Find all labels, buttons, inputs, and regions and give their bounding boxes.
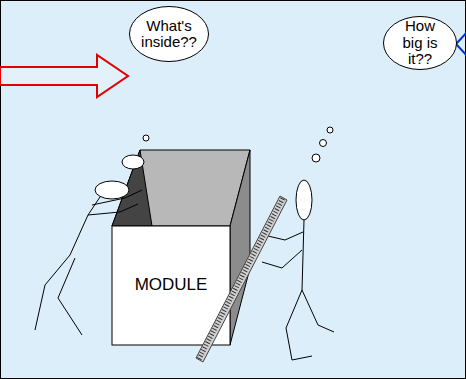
blue-block-arrow: [456, 30, 466, 58]
box-side-face: [230, 150, 250, 345]
outline-shape: [384, 17, 457, 70]
left-stick-figure: [35, 135, 149, 335]
box-opening: [112, 150, 250, 226]
ruler: [196, 196, 287, 362]
node-text: What's inside??: [139, 18, 199, 51]
outline-shape: [130, 7, 209, 62]
module-box: MODULE: [112, 226, 230, 345]
ruler-ticks: [199, 198, 283, 359]
node-text: MODULE: [135, 276, 208, 295]
red-block-arrow: [0, 55, 128, 97]
thought-bubble: How big is it??: [383, 16, 457, 70]
right-stick-figure: [262, 127, 334, 360]
node-text: How big is it??: [395, 18, 445, 68]
thought-bubble: What's inside??: [129, 6, 209, 62]
